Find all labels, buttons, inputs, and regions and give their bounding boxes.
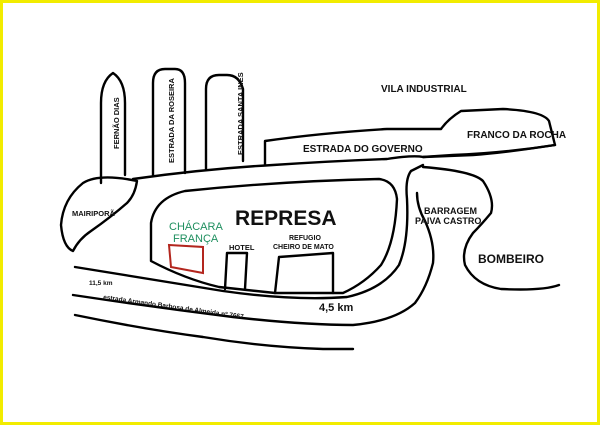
label-estrada-santa-ines: ESTRADA SANTA INES [236, 72, 245, 155]
label-franca: FRANÇA [173, 233, 219, 245]
road-estrada-da-roseira [151, 67, 187, 177]
road-fernao-dias [99, 71, 127, 185]
label-chacara: CHÁCARA [169, 220, 223, 233]
chacara-franca-marker [167, 243, 204, 275]
label-estrada-da-roseira: ESTRADA DA ROSEIRA [167, 78, 176, 163]
hotel-road [223, 251, 249, 291]
road-armando-barbosa-lower [73, 313, 355, 351]
label-estrada-armando: estrada Armando Barbosa de Almeida nº 76… [103, 294, 245, 321]
label-franco-da-rocha: FRANCO DA ROCHA [467, 130, 566, 141]
label-km-11-5: 11,5 km [89, 280, 113, 287]
road-main-south [73, 163, 425, 300]
barragem-road [421, 165, 561, 291]
label-hotel: HOTEL [229, 243, 255, 252]
label-estrada-do-governo: ESTRADA DO GOVERNO [303, 144, 423, 155]
label-cheiro-de-mato: CHEIRO DE MATO [273, 244, 334, 251]
label-barragem: BARRAGEM [424, 206, 477, 216]
label-km-4-5: 4,5 km [319, 302, 353, 314]
mairipora-area [59, 176, 139, 253]
represa-outline [149, 177, 399, 295]
road-armando-barbosa [71, 191, 435, 327]
road-estrada-santa-ines [204, 73, 245, 171]
label-paiva-castro: PAIVA CASTRO [415, 216, 481, 226]
refugio-road [273, 251, 335, 295]
label-fernao-dias: FERNÃO DIAS [112, 97, 121, 149]
map-canvas: VILA INDUSTRIAL FRANCO DA ROCHA ESTRADA … [59, 67, 566, 351]
label-bombeiro: BOMBEIRO [478, 252, 544, 266]
label-mairipora: MAIRIPORÃ [72, 209, 116, 218]
label-vila-industrial: VILA INDUSTRIAL [381, 84, 467, 95]
label-refugio: REFUGIO [289, 235, 321, 242]
road-main-north-edge [131, 143, 557, 181]
label-represa: REPRESA [235, 207, 337, 230]
